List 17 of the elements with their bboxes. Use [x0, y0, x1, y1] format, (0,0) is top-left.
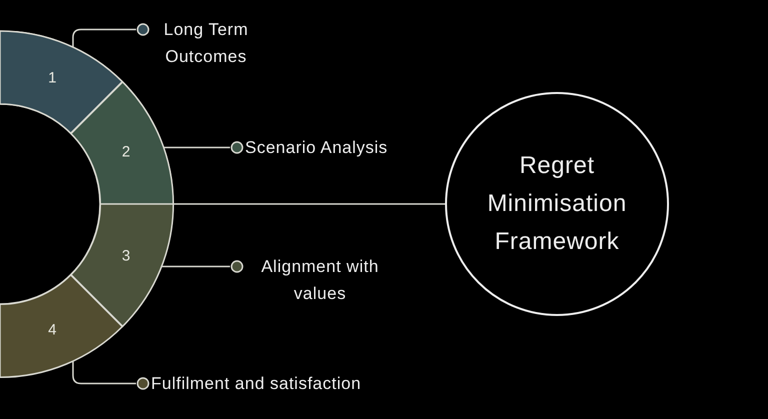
- segment-number: 4: [48, 322, 56, 338]
- label-text: Scenario Analysis: [245, 134, 388, 161]
- label-text: Long Term Outcomes: [151, 16, 261, 70]
- label-text: Fulfilment and satisfaction: [151, 370, 362, 397]
- leader-line: [161, 260, 244, 273]
- ring-segment: [0, 31, 122, 134]
- leader-line: [72, 360, 150, 390]
- connector-line: [173, 203, 445, 205]
- segment-number: 3: [122, 248, 130, 264]
- leader-line: [72, 23, 150, 48]
- ring-segment: [70, 82, 173, 204]
- ring-segment: [70, 204, 173, 326]
- ring-segment: [0, 274, 122, 377]
- segment-number: 2: [122, 144, 130, 160]
- segment-number: 1: [48, 70, 56, 86]
- leader-line: [164, 141, 244, 154]
- label-text: Alignment with values: [245, 253, 395, 307]
